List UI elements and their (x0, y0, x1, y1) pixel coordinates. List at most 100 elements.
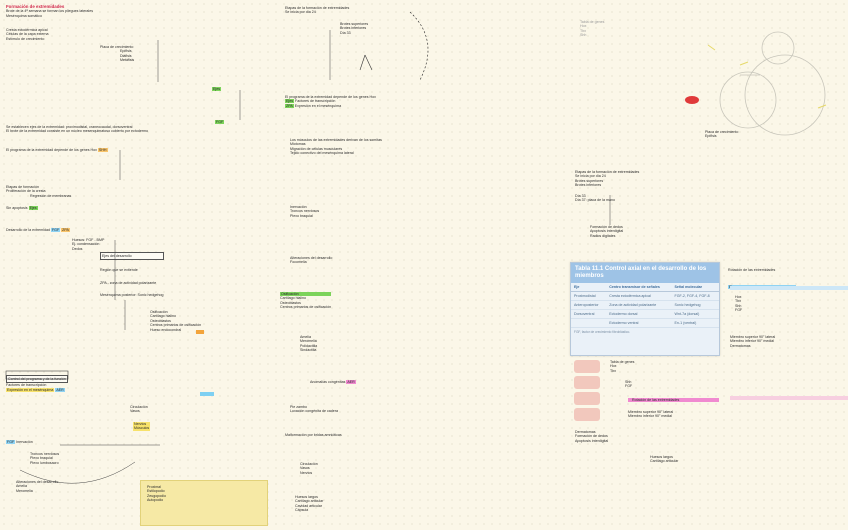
note-line: Cavidad articular (295, 503, 322, 508)
highlight: Rotación de las extremidades (628, 398, 720, 402)
note-line: Meromelia (300, 339, 317, 344)
note-line: Migración de células musculares (290, 146, 343, 151)
note-line: Proximal (147, 485, 161, 489)
note-block-far-3: Hox Tbx Shh FGF (735, 295, 742, 313)
note-line: Vasos (300, 466, 310, 471)
note-line: Amelia (300, 335, 311, 339)
note-line: Dermatomas (575, 430, 596, 434)
note-block-mid-7: Amelia Meromelia Polidactilia Sindactili… (300, 335, 317, 353)
note-block-5[interactable]: Desarrollo de la extremidad FGF ZPA (6, 228, 70, 232)
highlight: FGF (6, 440, 16, 444)
note-line: Hox (580, 24, 587, 29)
note-line: Mesénquima posterior: Sonic hedgehog (100, 293, 164, 298)
note-block-right-8: Huesos largos Cartílago articular (650, 455, 678, 464)
note-block-mid-12: Huesos largos Cartílago articular Cavida… (295, 495, 323, 513)
note-block-2[interactable]: Cresta ectodérmica apical Células de la … (6, 28, 49, 41)
note-line: Cartílago hialino (280, 296, 306, 301)
embryo-image (574, 408, 600, 421)
note-line: Epífisis (120, 49, 132, 54)
note-highlight-green: Ejes (212, 87, 221, 91)
note-line: Circulación (300, 462, 318, 466)
note-line: Hox (735, 295, 742, 299)
yellow-note-card[interactable]: Proximal Estilopodio Zeugopodio Autopodi… (140, 480, 268, 526)
note-block-mid-4: Inervación Troncos nerviosos Plexo braqu… (290, 205, 319, 218)
axis-control-table: Eje Centro transmisor de señales Señal m… (571, 283, 719, 328)
pink-band (730, 396, 848, 400)
note-line: Brotes inferiores (340, 26, 367, 31)
note-line: Brotes superiores (340, 22, 369, 26)
note-line: Brotes superiores (575, 178, 604, 183)
note-block-right-7: Dermatomas Formación de dedos Apoptosis … (575, 430, 608, 443)
note-line: El programa de la extremidad depende de … (285, 95, 376, 99)
note-line: Expresión en el mesénquima (294, 103, 342, 108)
note-line: Cresta ectodérmica apical (6, 28, 48, 32)
highlight: AER (346, 380, 356, 384)
note-flow-1: Huesos: FGF - BMP Ej. condensación Dedos (72, 238, 104, 251)
note-line: Cartílago articular (295, 499, 324, 504)
note-line: Cartílago articular (650, 459, 679, 464)
note-line: Vasos (130, 409, 140, 414)
note-line: Shh (625, 380, 632, 384)
note-line: Huesos largos (295, 495, 318, 499)
note-block-mid-2[interactable]: El programa de la extremidad depende de … (285, 95, 376, 108)
note-line: Zeugopodio (147, 493, 166, 498)
note-line: Día 37: placa de la mano (575, 198, 615, 203)
table-cell: Zona de actividad polarizante (606, 300, 672, 310)
note-flow-3: Osificación Cartílago hialino Osteoblast… (150, 310, 201, 332)
highlight: AER (55, 387, 65, 392)
red-mark (685, 96, 699, 104)
note-block-7: Circulación Vasos (130, 405, 148, 414)
note-line: Huesos: FGF - BMP (72, 238, 105, 242)
note-line: Día 33 (575, 193, 586, 198)
note-line: Amelia (16, 484, 27, 489)
note-block-mid-11: Circulación Vasos Nervios (300, 462, 318, 475)
highlight: FGF (50, 228, 61, 232)
note-line: Estímulo de crecimiento (6, 36, 45, 41)
note-line: FGF (625, 384, 633, 389)
note-line: Región que se extiende (100, 268, 138, 273)
note-line: Alteraciones del desarrollo (290, 256, 333, 260)
note-line: Centros primarios de osificación (150, 323, 202, 328)
note-line: Plexo braquial (290, 213, 313, 218)
note-block-9: Alteraciones del desarrollo Amelia Merom… (16, 480, 58, 493)
note-block-3[interactable]: Se establecen ejes de la extremidad: pro… (6, 125, 148, 134)
note-block-right-1[interactable]: Etapas de la formación de extremidades S… (575, 170, 639, 202)
note-line: Etapas de formación (6, 185, 39, 189)
note-box: Ejes del desarrollo (100, 252, 164, 261)
note-hl-block: Nervios Músculos (133, 422, 151, 431)
note-line: Plexo braquial (30, 456, 53, 461)
table-cell: En-1 (ventral) (671, 318, 719, 328)
note-line: Miembro inferior 90° medial (628, 414, 672, 419)
note-block-far-4: Miembro superior 90° lateral Miembro inf… (730, 335, 775, 348)
note-line: Huesos largos (650, 455, 673, 459)
note-block-mid-1[interactable]: Etapas de la formación de extremidades S… (285, 6, 349, 15)
highlight: Expresión en el mesénquima (6, 387, 55, 392)
note-line: Miembro superior 90° lateral (730, 335, 776, 339)
note-line: FGF (735, 308, 743, 313)
note-line: Placa de crecimiento (705, 130, 739, 134)
note-line: Shh (735, 303, 742, 308)
note-line: Anomalías congénitas (310, 380, 346, 384)
note-block-mid-6[interactable]: Osificación Cartílago hialino Osteoblast… (280, 292, 332, 310)
highlight: Ejes (212, 87, 221, 91)
note-block-mid-5: Alteraciones del desarrollo Focomelia (290, 256, 332, 265)
table-header: Centro transmisor de señales (606, 283, 672, 292)
note-line: Apoptosis interdigital (590, 229, 624, 234)
note-block-4[interactable]: Etapas de formación Proliferación de la … (6, 185, 71, 198)
note-line: ZPA - zona de actividad polarizante (100, 280, 157, 285)
note-block-8[interactable]: FGF Inervación (6, 440, 33, 444)
note-line: Osteoblastos (280, 300, 301, 305)
note-line: Hueso endocondral (150, 327, 182, 332)
note-block-1[interactable]: Formación de extremidades Brote de la 4ª… (6, 4, 93, 18)
note-line: Epífisis (705, 134, 717, 139)
note-line: Inervación (290, 205, 307, 209)
highlight: ZPA (61, 228, 70, 232)
note-line: Etapas de la formación de extremidades (575, 170, 640, 174)
note-line: Osteoblastos (150, 318, 171, 323)
note-line: Ej. condensación (72, 242, 100, 247)
note-highlight-green-2: FGF (215, 120, 225, 124)
note-line: Troncos nerviosos (30, 452, 60, 456)
reference-table-card[interactable]: Tabla 11.1 Control axial en el desarroll… (570, 262, 720, 356)
